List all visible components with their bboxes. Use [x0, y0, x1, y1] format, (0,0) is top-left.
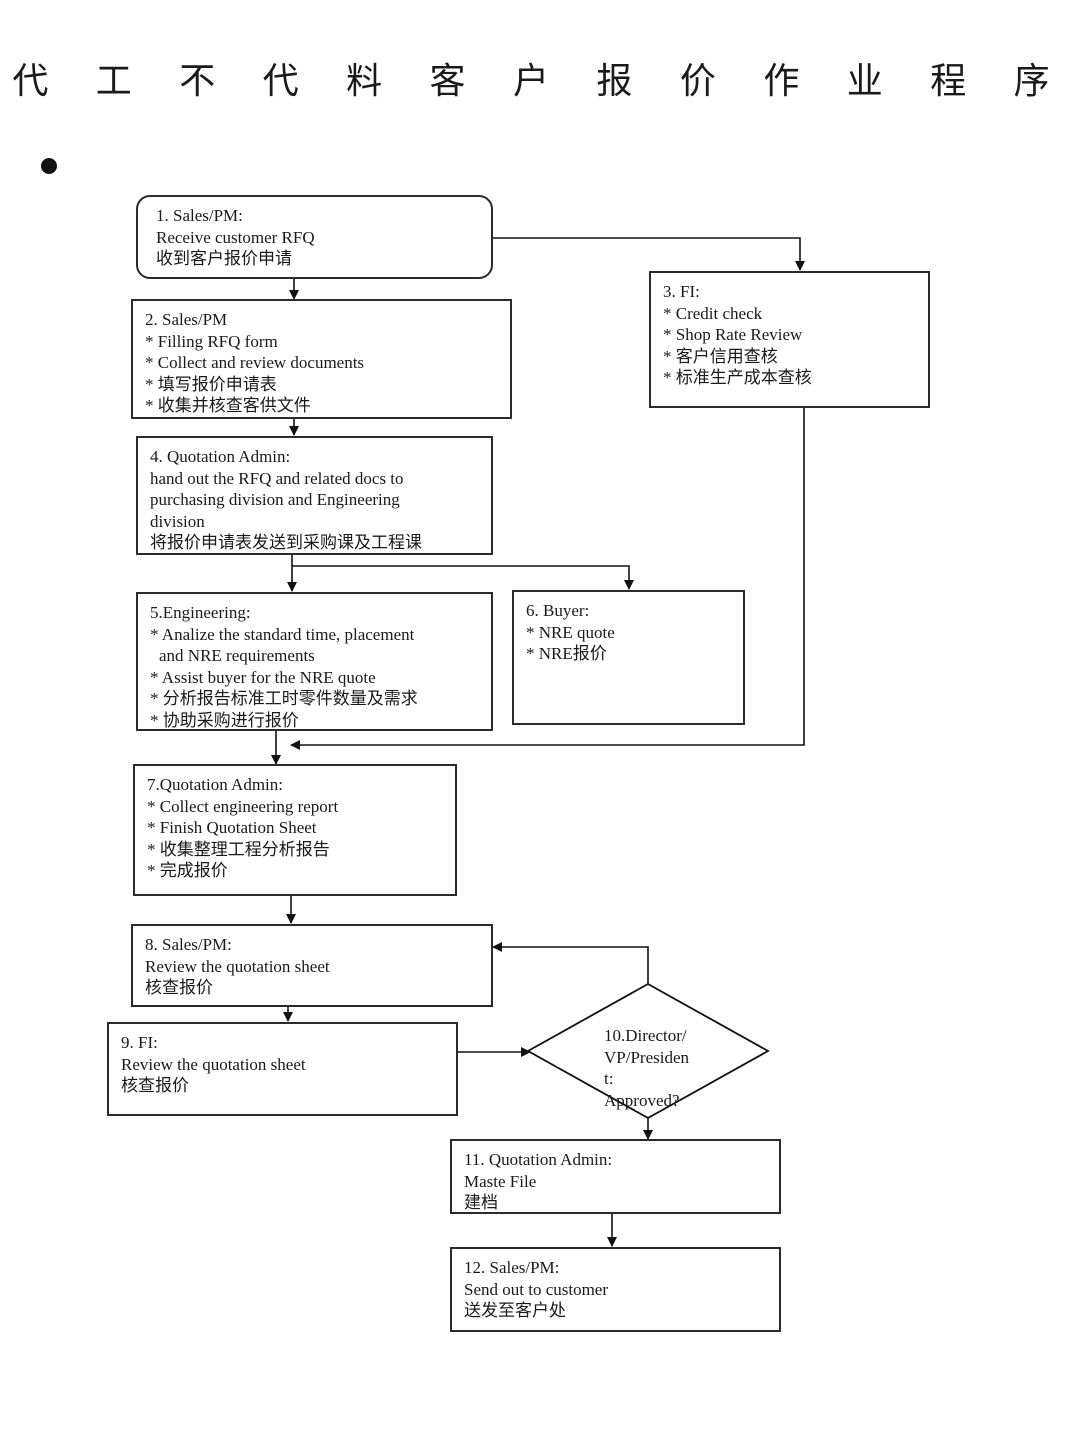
step-10-line: 10.Director/	[604, 1026, 687, 1045]
step-9-box: 9. FI: Review the quotation sheet 核查报价	[107, 1022, 458, 1116]
step-3-line: * 标准生产成本查核	[663, 368, 812, 387]
step-8-line: Review the quotation sheet	[145, 956, 330, 976]
step-1-line: 收到客户报价申请	[156, 249, 292, 268]
step-12-line: 送发至客户处	[464, 1301, 566, 1320]
step-5-line: * Assist buyer for the NRE quote	[150, 667, 376, 687]
step-12-box: 12. Sales/PM: Send out to customer 送发至客户…	[450, 1247, 781, 1332]
step-5-box: 5.Engineering: * Analize the standard ti…	[136, 592, 493, 731]
step-7-line: * 收集整理工程分析报告	[147, 839, 330, 859]
step-3-line: 3. FI:	[663, 282, 700, 301]
step-4-line: division	[150, 511, 205, 531]
step-6-line: * NRE报价	[526, 644, 607, 663]
arrow-3-to-7	[290, 408, 805, 750]
step-1-line: Receive customer RFQ	[156, 227, 315, 247]
step-6-line: 6. Buyer:	[526, 601, 590, 620]
step-5-line: * Analize the standard time, placement	[150, 624, 415, 644]
step-7-line: * Collect engineering report	[147, 796, 339, 816]
step-5-line: * 协助采购进行报价	[150, 710, 299, 730]
step-10-line: VP/Presiden	[604, 1047, 689, 1067]
step-3-line: * Shop Rate Review	[663, 325, 803, 344]
step-2-line: 2. Sales/PM	[145, 310, 228, 329]
step-8-box: 8. Sales/PM: Review the quotation sheet …	[131, 924, 493, 1007]
step-4-line: 4. Quotation Admin:	[150, 447, 291, 466]
step-3-box: 3. FI: * Credit check * Shop Rate Review…	[649, 271, 930, 408]
step-6-line: * NRE quote	[526, 622, 615, 642]
step-10-line: t:	[604, 1069, 614, 1088]
step-9-line: 核查报价	[121, 1076, 189, 1095]
step-1-line: 1. Sales/PM:	[156, 206, 243, 225]
step-5-line: and NRE requirements	[159, 646, 315, 665]
arrow-4-to-6	[292, 565, 634, 590]
page-title: 代 工 不 代 料 客 户 报 价 作 业 程 序	[12, 61, 1068, 102]
decision-diamond	[526, 982, 770, 1120]
step-3-line: * Credit check	[663, 303, 763, 323]
step-7-line: * Finish Quotation Sheet	[147, 818, 317, 837]
step-10-line: Approved?	[604, 1090, 680, 1110]
step-4-line: 将报价申请表发送到采购课及工程课	[150, 533, 422, 552]
step-7-line: * 完成报价	[147, 861, 228, 880]
step-6-box: 6. Buyer: * NRE quote * NRE报价	[512, 590, 745, 725]
step-4-box: 4. Quotation Admin: hand out the RFQ and…	[136, 436, 493, 555]
step-2-line: * Filling RFQ form	[145, 331, 278, 351]
step-7-line: 7.Quotation Admin:	[147, 775, 283, 794]
step-11-box: 11. Quotation Admin: Maste File 建档	[450, 1139, 781, 1214]
step-4-line: hand out the RFQ and related docs to	[150, 468, 404, 488]
bullet-point	[41, 158, 57, 174]
step-5-line: 5.Engineering:	[150, 603, 251, 622]
step-7-box: 7.Quotation Admin: * Collect engineering…	[133, 764, 457, 896]
step-2-line: * 填写报价申请表	[145, 374, 277, 394]
step-5-line: * 分析报告标准工时零件数量及需求	[150, 689, 418, 708]
step-11-line: 建档	[464, 1193, 498, 1212]
arrow-1-to-3	[493, 237, 805, 271]
step-8-line: 8. Sales/PM:	[145, 935, 232, 954]
step-2-line: * Collect and review documents	[145, 353, 365, 372]
arrow-10-to-8	[492, 942, 649, 984]
step-11-line: 11. Quotation Admin:	[464, 1150, 613, 1169]
step-4-line: purchasing division and Engineering	[150, 490, 400, 509]
step-9-line: Review the quotation sheet	[121, 1054, 306, 1074]
step-12-line: 12. Sales/PM:	[464, 1258, 560, 1277]
step-1-box: 1. Sales/PM: Receive customer RFQ 收到客户报价…	[136, 195, 493, 279]
step-9-line: 9. FI:	[121, 1033, 158, 1052]
step-12-line: Send out to customer	[464, 1279, 609, 1299]
decision-text: 10.Director/ VP/Presiden t: Approved?	[604, 1025, 689, 1111]
step-8-line: 核查报价	[145, 978, 213, 997]
step-11-line: Maste File	[464, 1171, 537, 1191]
step-3-line: * 客户信用查核	[663, 346, 778, 366]
step-2-box: 2. Sales/PM * Filling RFQ form * Collect…	[131, 299, 512, 419]
step-2-line: * 收集并核查客供文件	[145, 396, 311, 415]
